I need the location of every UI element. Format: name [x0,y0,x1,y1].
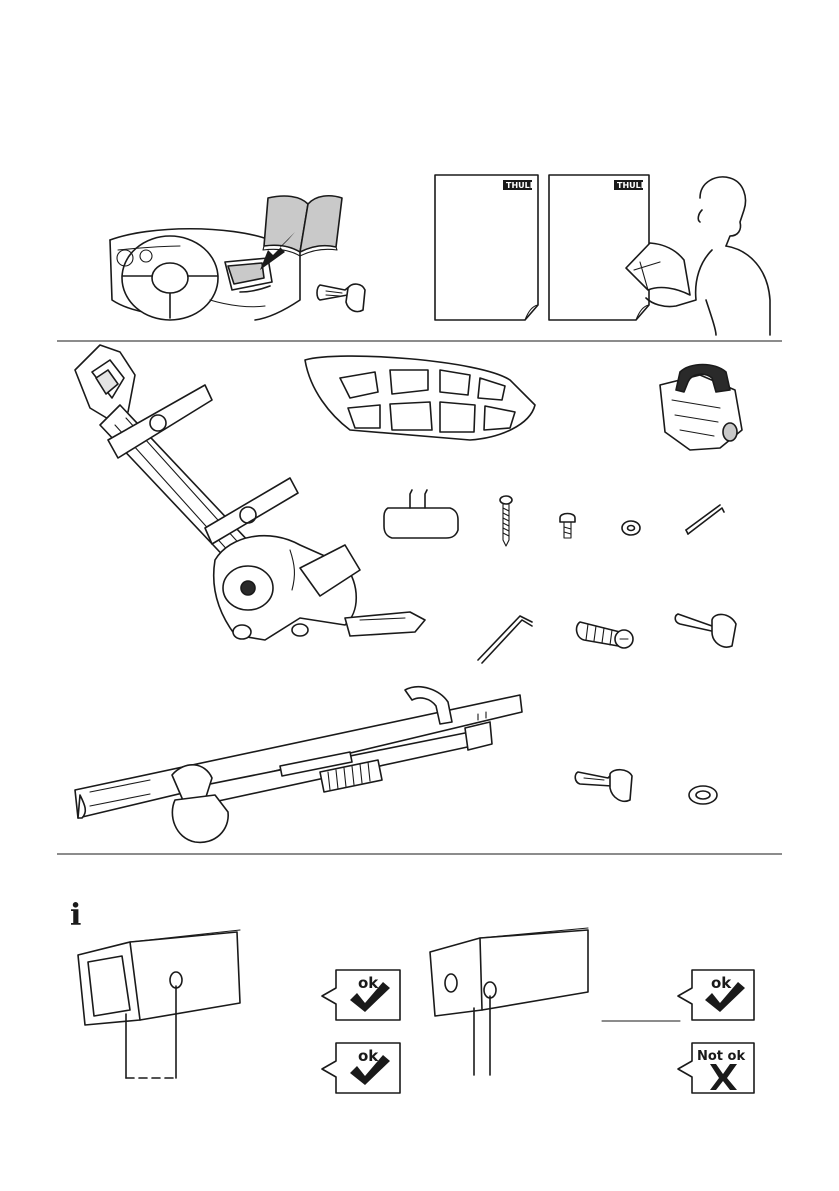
svg-text:i: i [70,898,81,933]
not-ok-badge: Not ok [678,1043,754,1093]
thule-logo-right: THULE [617,181,646,190]
key-blank-part [675,614,736,647]
ok-badge-2: ok [322,1043,400,1093]
end-cap-part [384,490,458,538]
wheel-tray-illustration [305,356,535,440]
svg-text:ok: ok [711,974,732,992]
hitch-receiver-tube-middle [430,928,588,1075]
ok-badge-1: ok [322,970,400,1020]
svg-text:ok: ok [358,974,379,992]
manual-book-illustration [263,196,342,256]
manual-sheet-right: THULE [549,175,649,320]
key-icon [317,284,365,312]
small-allen-key-part [686,505,724,534]
wheel-strap-holder-illustration [660,365,742,451]
large-allen-key-part [478,616,532,663]
long-screw-part [500,496,512,546]
lock-cylinder-part [577,622,633,648]
washer-part [622,521,640,535]
manual-sheet-left: THULE [435,175,538,320]
spare-key-part [575,770,632,802]
down-tube-arm-illustration [75,687,522,843]
hitch-receiver-tube-left [78,930,240,1078]
thule-logo-left: THULE [506,181,535,190]
short-bolt-part [560,514,575,539]
ok-badge-3: ok [678,970,754,1020]
svg-text:ok: ok [358,1047,379,1065]
info-icon: i [70,898,81,933]
rubber-ring-part [689,786,717,804]
svg-text:Not ok: Not ok [697,1049,745,1064]
